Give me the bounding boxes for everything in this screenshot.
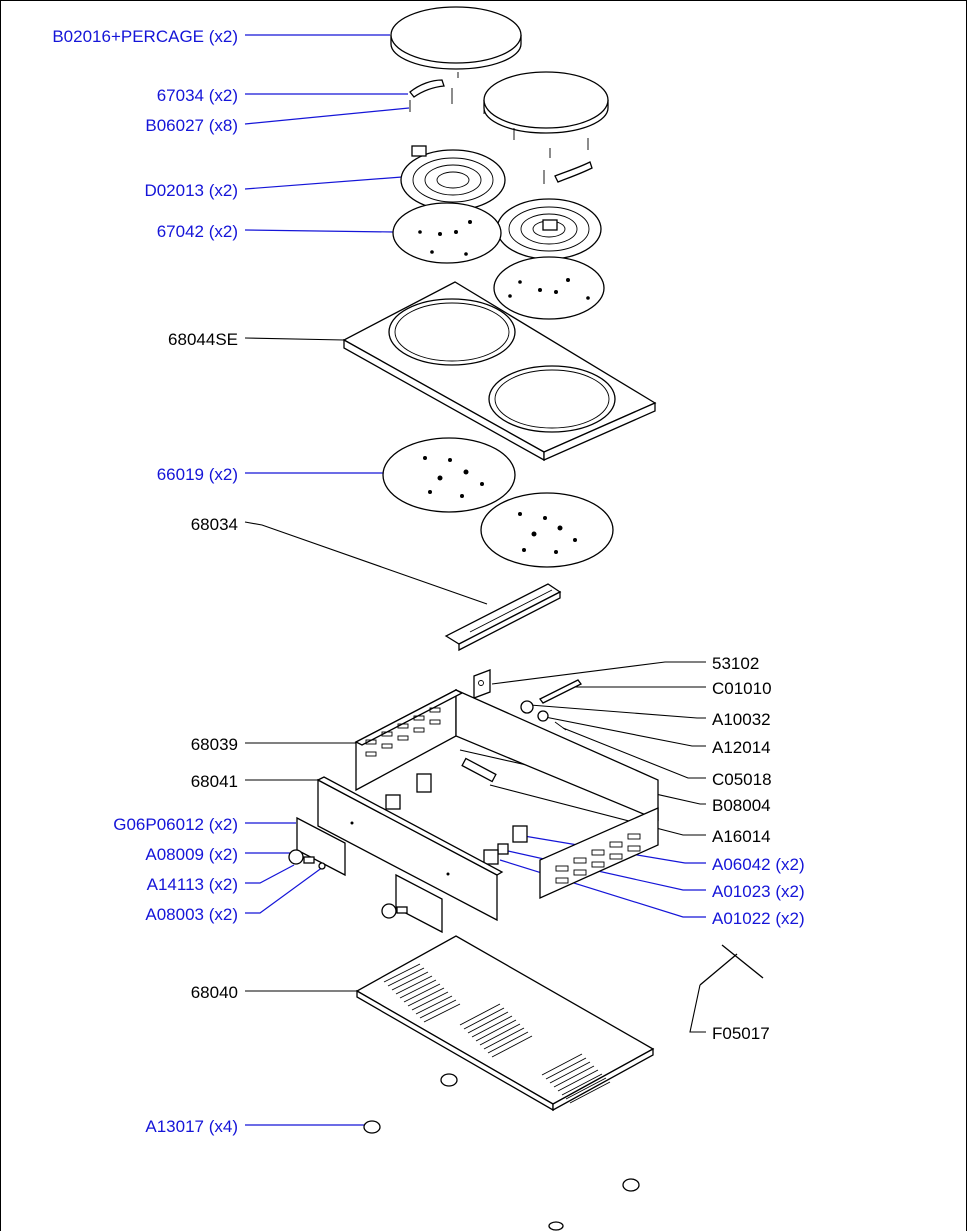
label-a08009: A08009 (x2) <box>145 845 238 864</box>
label-a01023: A01023 (x2) <box>712 882 805 901</box>
heating-element-1 <box>400 145 506 211</box>
leader-a16014 <box>489 784 706 836</box>
leader-a14113 <box>245 864 295 884</box>
leader-f05017 <box>689 984 706 1033</box>
bottom-plate-68040 <box>355 935 655 1112</box>
heating-element-2 <box>496 198 602 260</box>
plate-53102 <box>473 669 491 699</box>
label-a14113: A14113 (x2) <box>147 875 238 894</box>
part-a10032 <box>520 700 534 714</box>
label-b06027: B06027 (x8) <box>145 116 238 135</box>
front-panel-68041 <box>316 776 504 922</box>
part-c05018 <box>554 721 567 731</box>
label-b08004: B08004 <box>712 796 771 815</box>
label-d02013: D02013 (x2) <box>144 181 238 200</box>
switch-a06042 <box>512 825 528 843</box>
label-68044se: 68044SE <box>168 330 238 349</box>
label-f05017: F05017 <box>712 1024 770 1043</box>
hotplate-2 <box>483 71 609 134</box>
leader-a10032 <box>529 704 706 719</box>
parts <box>288 6 764 1231</box>
terminal-block-b08004 <box>461 757 497 783</box>
part-a12014 <box>537 710 549 722</box>
disc-66019-a <box>382 437 516 513</box>
disc-67042-b <box>493 256 605 320</box>
label-a12014: A12014 <box>712 738 771 757</box>
connector-a01022 <box>483 849 499 865</box>
label-53102: 53102 <box>712 654 759 673</box>
connector-a01023 <box>497 843 509 855</box>
label-c01010: C01010 <box>712 679 772 698</box>
bracket-67034-a <box>409 79 445 98</box>
leader-67042 <box>244 229 395 233</box>
frame-68039 <box>354 688 659 900</box>
relay-a16014 <box>416 773 432 793</box>
top-plate-68044se <box>342 281 657 462</box>
leader-lines <box>244 34 706 1126</box>
label-g06p06012: G06P06012 (x2) <box>113 815 238 834</box>
foot-a13017-1 <box>440 1073 458 1087</box>
leader-68044se <box>244 337 345 341</box>
tool-f05017 <box>699 944 764 986</box>
connector-a01023-left <box>385 794 401 810</box>
leader-53102 <box>491 661 706 685</box>
leader-68034 <box>244 521 488 605</box>
label-68039: 68039 <box>191 735 238 754</box>
label-b02016: B02016+PERCAGE (x2) <box>52 27 238 46</box>
label-68041: 68041 <box>191 772 238 791</box>
label-68034: 68034 <box>191 515 238 534</box>
label-67042: 67042 (x2) <box>157 222 238 241</box>
label-68040: 68040 <box>191 983 238 1002</box>
part-a08003 <box>318 862 326 870</box>
disc-66019-b <box>480 492 614 568</box>
label-c05018: C05018 <box>712 770 772 789</box>
leader-c05018 <box>562 727 706 779</box>
leader-a08003 <box>245 866 324 914</box>
hotplate-1 <box>390 6 522 70</box>
knob-a08009-a <box>288 849 315 865</box>
vent-slots <box>383 963 611 1104</box>
foot-a13017-2 <box>363 1120 381 1134</box>
part-labels: B02016+PERCAGE (x2) 67034 (x2) B06027 (x… <box>52 27 804 1136</box>
knob-a08009-b <box>381 903 408 919</box>
disc-67042-a <box>392 202 502 264</box>
leader-d02013 <box>244 176 403 190</box>
rail-68034 <box>444 583 562 652</box>
label-plate-b <box>395 873 443 934</box>
leader-a12014 <box>544 716 706 747</box>
label-67034: 67034 (x2) <box>157 86 238 105</box>
foot-a13017-4 <box>548 1221 564 1231</box>
label-a16014: A16014 <box>712 827 771 846</box>
label-66019: 66019 (x2) <box>157 465 238 484</box>
label-a10032: A10032 <box>712 710 771 729</box>
leader-b06027 <box>244 107 410 125</box>
label-a08003: A08003 (x2) <box>145 905 238 924</box>
probe-c01010 <box>539 679 582 704</box>
pins-b06027 <box>409 72 589 184</box>
label-a06042: A06042 (x2) <box>712 855 805 874</box>
label-a13017: A13017 (x4) <box>145 1117 238 1136</box>
bracket-67034-b <box>554 161 593 183</box>
label-a01022: A01022 (x2) <box>712 909 805 928</box>
label-plate-a <box>296 816 346 877</box>
foot-a13017-3 <box>622 1178 640 1192</box>
